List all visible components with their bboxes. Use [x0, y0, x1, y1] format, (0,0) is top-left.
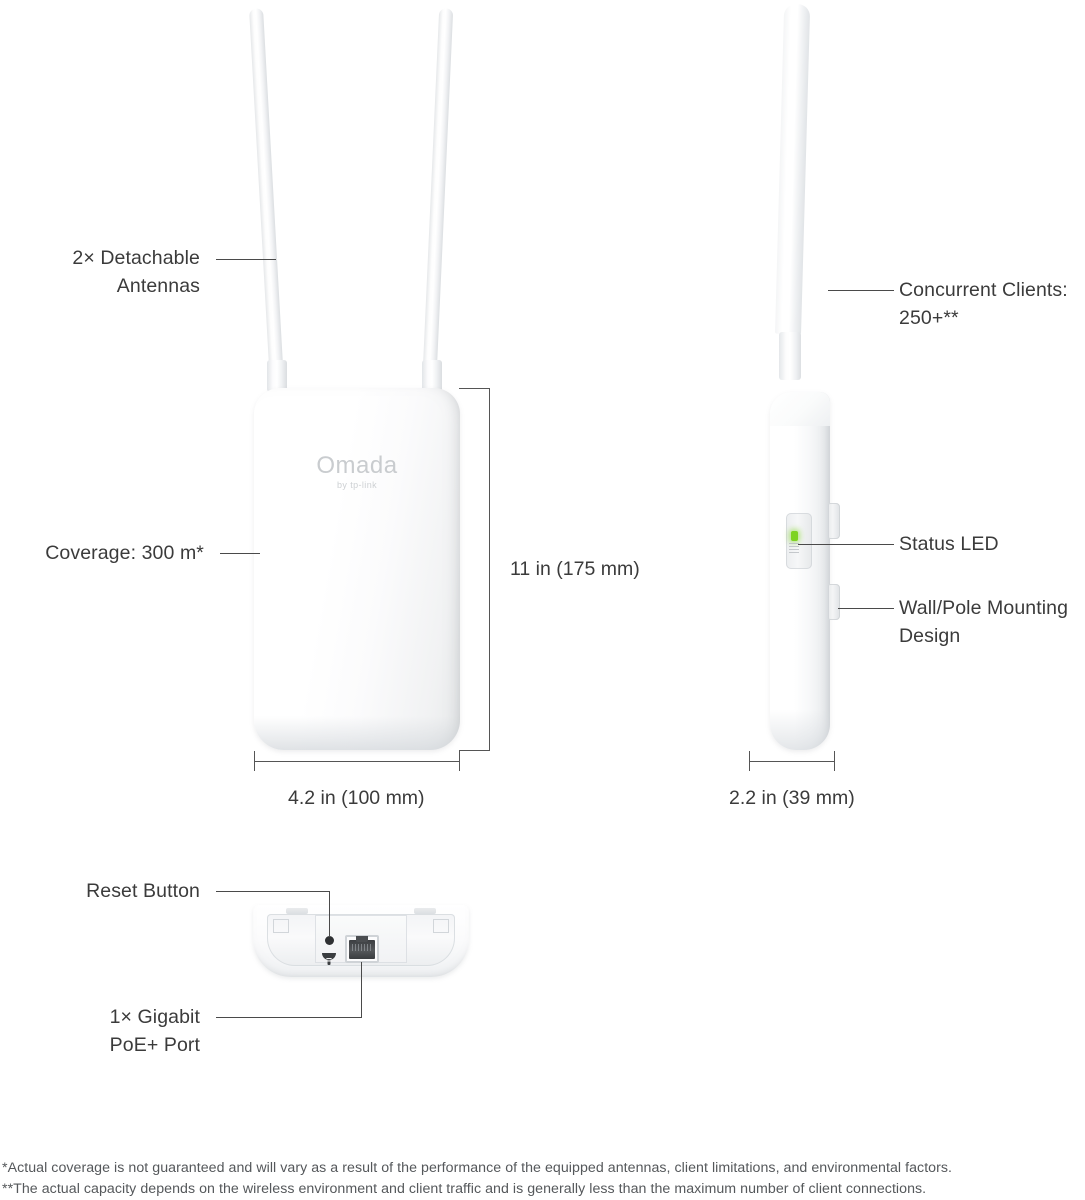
- front-width-dim-tick-right: [459, 751, 460, 771]
- leader-reset-button-horizontal: [216, 891, 330, 892]
- leader-poe-port-vertical: [361, 962, 362, 1018]
- front-width-dim-label: 4.2 in (100 mm): [288, 787, 425, 809]
- callout-reset-button: Reset Button: [86, 880, 200, 902]
- front-width-dim-tick-left: [254, 751, 255, 771]
- callout-poe-port: 1× Gigabit PoE+ Port: [109, 1006, 200, 1056]
- side-width-dim-tick-right: [834, 751, 835, 771]
- front-height-dim-label: 11 in (175 mm): [510, 558, 640, 580]
- status-led-indicator: [791, 531, 798, 541]
- front-width-dim-line: [254, 761, 460, 762]
- antenna-right-hinge-group: [421, 360, 443, 392]
- callout-concurrent-clients: Concurrent Clients: 250+**: [899, 279, 1068, 329]
- callout-coverage: Coverage: 300 m*: [45, 542, 204, 564]
- leader-concurrent-clients: [828, 290, 894, 291]
- antenna-right-hinge: [422, 360, 442, 392]
- access-point-front-body: Omada by tp-link: [254, 388, 460, 750]
- rj45-latch-notch: [356, 936, 368, 942]
- omada-logo-text: Omada: [316, 452, 398, 479]
- leader-poe-port-horizontal: [216, 1017, 362, 1018]
- mounting-tab-upper: [828, 503, 840, 539]
- status-led-glyph-icon: [789, 543, 799, 555]
- antenna-left-rod: [249, 8, 283, 367]
- bottom-view-corner-left: [273, 919, 289, 933]
- antenna-right-rod: [423, 8, 454, 367]
- reset-symbol-icon: [322, 953, 336, 965]
- bottom-view-corner-right: [433, 919, 449, 933]
- access-point-side-body: [770, 392, 830, 750]
- omada-logo: Omada by tp-link: [254, 452, 460, 491]
- callout-mounting-design: Wall/Pole Mounting Design: [899, 597, 1069, 647]
- footnote-capacity: **The actual capacity depends on the wir…: [2, 1181, 927, 1197]
- callout-status-led: Status LED: [899, 533, 999, 555]
- antenna-left-hinge: [267, 360, 287, 392]
- leader-status-led: [798, 544, 894, 545]
- side-width-dim-line: [749, 761, 835, 762]
- front-height-dim-line: [489, 388, 490, 750]
- side-antenna: [775, 3, 811, 335]
- footnote-coverage: *Actual coverage is not guaranteed and w…: [2, 1160, 953, 1176]
- mounting-tab-lower: [828, 584, 840, 620]
- front-height-dim-tick-top: [459, 388, 490, 389]
- tp-link-subtext: by tp-link: [336, 480, 377, 490]
- footnotes: *Actual coverage is not guaranteed and w…: [2, 1158, 1083, 1200]
- side-width-dim-label: 2.2 in (39 mm): [729, 787, 855, 809]
- leader-mounting-design: [838, 608, 894, 609]
- side-body-top-bevel: [770, 392, 830, 426]
- leader-coverage: [220, 553, 260, 554]
- bottom-view-notch-right: [414, 908, 436, 914]
- side-width-dim-tick-left: [749, 751, 750, 771]
- gigabit-poe-port: [345, 935, 379, 963]
- antenna-left: [249, 8, 283, 367]
- bottom-view-notch-left: [286, 908, 308, 914]
- leader-reset-button-vertical: [329, 891, 330, 937]
- side-antenna-hinge: [779, 332, 801, 380]
- antenna-right: [423, 8, 454, 367]
- antenna-left-hinge-group: [266, 360, 288, 392]
- front-height-dim-tick-bottom: [459, 750, 490, 751]
- callout-antennas: 2× Detachable Antennas: [72, 247, 200, 297]
- leader-antennas: [216, 259, 276, 260]
- reset-button-hole: [325, 936, 334, 945]
- rj45-pins: [352, 944, 372, 951]
- status-led-plate: [786, 513, 812, 569]
